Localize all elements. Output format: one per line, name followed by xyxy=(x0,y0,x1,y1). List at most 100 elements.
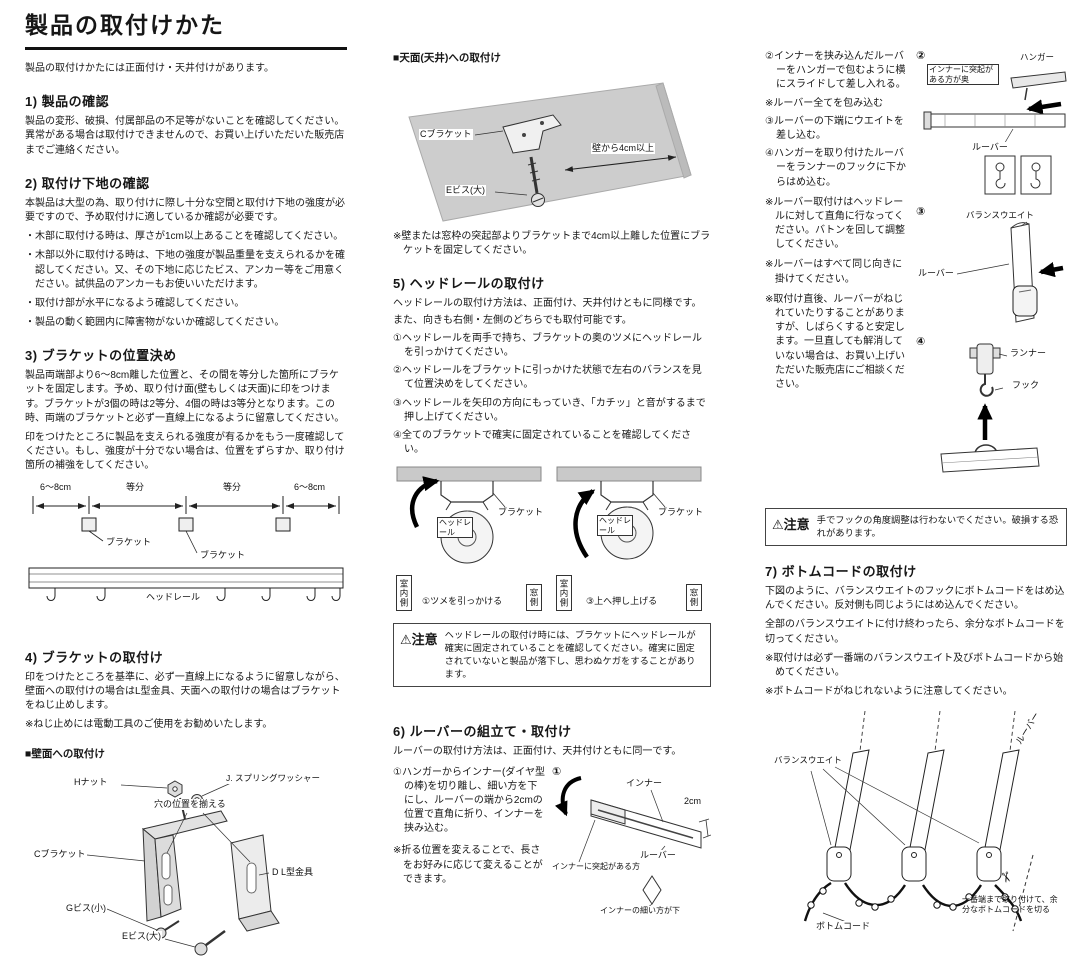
section-5-step: ③ヘッドレールを矢印の方向にもっていき、「カチッ」と音がするまで押し上げてくださ… xyxy=(393,397,706,423)
section-6-heading: 6) ルーバーの組立て・取付け xyxy=(393,724,572,740)
l-bracket-label: D L型金具 xyxy=(271,867,315,879)
balance-weight-label: バランスウエイト xyxy=(965,210,1035,221)
ceiling-mount-note: ※壁または窓枠の突起部よりブラケットまで4cm以上離した位置にブラケットを固定し… xyxy=(393,231,711,257)
section-6-step-4: ④ハンガーを取り付けたルーバーをランナーのフックに下からはめ込む。 xyxy=(765,148,906,188)
e-screw-label: Eビス(大) xyxy=(445,185,486,196)
section-3-text-1: 製品両端部より6〜8cm離した位置と、その間を等分した箇所にブラケットを固定しま… xyxy=(25,370,345,424)
section-5-step: ②ヘッドレールをブラケットに引っかけた状態で左右のバランスを見て位置決めをしてく… xyxy=(393,365,702,391)
louver-fold-drawing xyxy=(554,775,712,908)
section-1-text: 製品の変形、破損、付属部品の不足等がないことを確認してください。異常がある場合は… xyxy=(25,116,345,156)
headrail-label: ヘッドレール xyxy=(597,515,633,537)
h-nut-label: Hナット xyxy=(73,777,109,789)
headrail-step1-panel: ブラケット ヘッドレール 室内側 窓側 ①ツメを引っかける xyxy=(393,465,545,613)
louver-label: ルーバー xyxy=(639,849,677,861)
runner-hook-drawing xyxy=(940,343,1040,473)
section-5-text-1: ヘッドレールの取付け方法は、正面付け、天井付けともに同様です。 xyxy=(393,298,702,310)
headrail-label: ヘッドレール xyxy=(437,517,473,539)
caution-label: ⚠注意 xyxy=(400,629,438,648)
section-7-note-2: ※ボトムコードがねじれないように注意してください。 xyxy=(765,686,1013,698)
balance-weight-label: バランスウエイト xyxy=(773,755,843,766)
panel-caption: ③上へ押し上げる xyxy=(585,596,659,608)
dim-mid1-label: 等分 xyxy=(125,481,146,493)
caution-word: 注意 xyxy=(783,517,810,532)
section-7-text-1: 下図のように、バランスウエイトのフックにボトムコードをはめ込んでください。反対側… xyxy=(765,586,1065,612)
runner-label: ランナー xyxy=(1009,348,1048,359)
section-2-heading: 2) 取付け下地の確認 xyxy=(25,175,150,191)
section-1-heading: 1) 製品の確認 xyxy=(25,94,110,110)
spring-washer-label: J. スプリングワッシャー xyxy=(225,773,321,784)
left-column: 製品の取付けかた 製品の取付けかたには正面付け・天井付けがあります。 1) 製品… xyxy=(25,6,347,956)
dim-2cm-label: 2cm xyxy=(683,795,703,807)
window-side-label: 窓側 xyxy=(686,584,702,612)
section-6-note-2: ※ルーバー全てを包み込む xyxy=(765,97,884,109)
section-6-note-1: ※折る位置を変えることで、長さをお好みに応じて変えることができます。 xyxy=(393,845,543,885)
wall-gap-label: 壁から4cm以上 xyxy=(591,143,656,154)
inner-thin-side-label: インナーの細い方が下 xyxy=(599,905,681,916)
section-6-text: ルーバーの取付け方法は、正面付け、天井付けともに同一です。 xyxy=(393,746,682,758)
louver-attach-diagrams: ② インナーに突起がある方が奥 ハンガー ルーバー xyxy=(915,50,1067,498)
section-5-step: ④全てのブラケットで確実に固定されていることを確認してください。 xyxy=(393,429,692,456)
c-bracket-label: Cブラケット xyxy=(33,849,87,861)
warning-icon: ⚠ xyxy=(400,632,412,648)
step-number: ② xyxy=(916,50,926,62)
section-6-note-4: ※ルーバーはすべて同じ向きに掛けてください。 xyxy=(765,259,903,285)
section-6-step-1: ①ハンガーからインナー(ダイヤ型の棒)を切り離し、細い方を下にし、ルーバーの端か… xyxy=(393,766,545,835)
step-number: ④ xyxy=(916,336,926,348)
louver-slide-diagram: ② インナーに突起がある方が奥 ハンガー ルーバー xyxy=(915,50,1067,200)
louver-fold-diagram: ① インナー 2cm ルーバー インナーに突起がある方 インナーの細い方が下 xyxy=(551,766,712,918)
wall-mount-diagram: Hナット J. スプリングワッシャー 穴の位置を揃える Cブラケット D L型金… xyxy=(25,769,347,956)
section-2-text: 本製品は大型の為、取り付けに際し十分な空間と取付け下地の強度が必要ですので、予め… xyxy=(25,197,345,223)
intro-text: 製品の取付けかたには正面付け・天井付けがあります。 xyxy=(25,63,274,74)
middle-column: ■天面(天井)への取付け Cブラケ xyxy=(393,50,712,918)
wall-mount-subheading: ■壁面への取付け xyxy=(25,748,105,761)
section-6-note-3: ※ルーバー取付けはヘッドレールに対して直角に行なってください。バトンを回して調整… xyxy=(765,196,905,251)
caution-box-hook: ⚠注意 手でフックの角度調整は行わないでください。破損する恐れがあります。 xyxy=(765,508,1067,547)
louver-assembly-row: ①ハンガーからインナー(ダイヤ型の棒)を切り離し、細い方を下にし、ルーバーの端か… xyxy=(393,766,712,918)
panel-caption: ①ツメを引っかける xyxy=(421,596,504,608)
bracket-label-1: ブラケット xyxy=(105,536,153,548)
bracket-position-diagram: 6〜8cm 等分 等分 6〜8cm ブラケット ブラケット ヘッドレール xyxy=(25,481,347,632)
section-6-step-2: ②インナーを挟み込んだルーバーをハンガーで包むように横にスライドして差し入れる。 xyxy=(765,51,906,91)
cut-note-label: 一番端まで取り付けて、余分なボトムコードを切る xyxy=(962,895,1058,914)
louver-label: ルーバー xyxy=(971,142,1009,153)
caution-text: ヘッドレールの取付け時には、ブラケットにヘッドレールが確実に固定されていることを… xyxy=(444,630,696,680)
runner-hook-diagram: ④ ランナー フック xyxy=(915,336,1067,498)
section-2-bullet: ・木部以外に取付ける時は、下地の強度が製品重量を支えられるかを確認してください。… xyxy=(25,250,345,290)
louver-attach-steps: ②インナーを挟み込んだルーバーをハンガーで包むように横にスライドして差し入れる。… xyxy=(765,50,909,498)
section-3-heading: 3) ブラケットの位置決め xyxy=(25,348,177,364)
weight-insert-diagram: ③ バランスウエイト ルーバー xyxy=(915,206,1067,330)
caution-word: 注意 xyxy=(411,632,438,648)
bracket-label: ブラケット xyxy=(657,507,705,519)
section-4-text: 印をつけたところを基準に、必ず一直線上になるように留意しながら、壁面への取付けの… xyxy=(25,671,345,711)
headrail-panels: ブラケット ヘッドレール 室内側 窓側 ①ツメを引っかける xyxy=(393,465,711,613)
bracket-label: ブラケット xyxy=(497,507,545,519)
caution-box-headrail: ⚠注意 ヘッドレールの取付け時には、ブラケットにヘッドレールが確実に固定されてい… xyxy=(393,623,711,688)
ceiling-mount-drawing xyxy=(408,82,692,222)
page-title: 製品の取付けかた xyxy=(25,6,347,50)
section-2-bullet: ・製品の動く範囲内に障害物がないか確認してください。 xyxy=(25,317,285,329)
ceiling-mount-subheading: ■天面(天井)への取付け xyxy=(393,52,501,64)
section-6-step-3: ③ルーバーの下端にウエイトを差し込む。 xyxy=(765,115,904,141)
bracket-label-2: ブラケット xyxy=(199,549,247,561)
section-3-text-2: 印をつけたところに製品を支えられる強度が有るかをもう一度確認してください。もし、… xyxy=(25,432,345,472)
c-bracket-label: Cブラケット xyxy=(419,129,473,140)
dim-right-label: 6〜8cm xyxy=(293,481,327,493)
room-side-label: 室内側 xyxy=(556,574,572,612)
section-2-bullet: ・木部に取付ける時は、厚さが1cm以上あることを確認してください。 xyxy=(25,231,344,243)
wall-mount-drawing xyxy=(86,780,280,956)
section-7-heading: 7) ボトムコードの取付け xyxy=(765,564,917,580)
section-4-note-1: ※ねじ止めには電動工具のご使用をお勧めいたします。 xyxy=(25,719,273,731)
inner-label: インナー xyxy=(625,777,664,789)
dim-left-label: 6〜8cm xyxy=(39,481,73,493)
inner-protrusion-label: インナーに突起がある方 xyxy=(551,861,641,872)
headrail-step3-panel: ブラケット ヘッドレール 室内側 窓側 ③上へ押し上げる xyxy=(553,465,705,613)
g-screw-label: Gビス(小) xyxy=(65,903,107,915)
dim-mid2-label: 等分 xyxy=(222,481,243,493)
bracket-position-drawing xyxy=(28,495,344,601)
louver-slide-drawing xyxy=(923,71,1067,195)
window-side-label: 窓側 xyxy=(526,584,542,612)
section-4-heading: 4) ブラケットの取付け xyxy=(25,649,164,665)
section-7-text-2: 全部のバランスウエイトに付け終わったら、余分なボトムコードを切ってください。 xyxy=(765,619,1065,645)
align-holes-label: 穴の位置を揃える xyxy=(153,799,227,811)
